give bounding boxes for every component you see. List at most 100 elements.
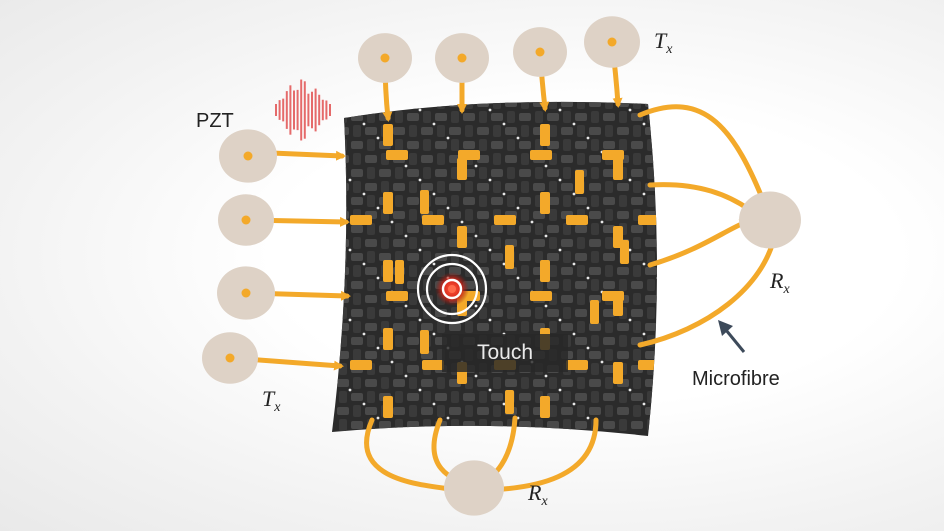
weave-gap (628, 178, 632, 182)
weave-cell (491, 281, 503, 289)
weave-cell (561, 295, 573, 303)
weave-gap (362, 262, 366, 266)
weave-gap (335, 95, 338, 98)
weave-gap (586, 346, 590, 350)
weave-cell (547, 225, 559, 233)
weave-cell (353, 153, 361, 165)
weave-cell (479, 391, 487, 403)
weave-cell (661, 405, 669, 417)
weave-cell (633, 377, 641, 389)
weave-cell (519, 281, 531, 289)
weave-cell (353, 125, 361, 137)
weave-cell (437, 321, 445, 333)
weave-cell (521, 405, 529, 417)
weave-cell (603, 309, 615, 317)
weave-cell (421, 101, 433, 107)
weave-cell (561, 407, 573, 415)
weave-cell (337, 407, 349, 415)
weave-cell (407, 421, 419, 429)
weave-cell (575, 281, 587, 289)
rx-disc-bottom (444, 460, 504, 516)
weave-cell (519, 309, 531, 317)
weave-gap (432, 262, 436, 266)
weave-cell (381, 237, 389, 249)
disc-contact (225, 353, 235, 363)
weave-cell (493, 265, 501, 277)
pzt-label: PZT (196, 110, 234, 132)
weave-cell (465, 321, 473, 333)
weave-cell (449, 211, 461, 219)
weave-cell (619, 419, 627, 431)
weave-cell (659, 225, 671, 233)
weave-cell (605, 101, 613, 109)
weave-cell (435, 113, 447, 121)
weave-cell (603, 393, 615, 401)
weave-cell (365, 101, 377, 107)
weave-cell (449, 127, 461, 135)
weave-gap (656, 136, 657, 140)
weave-cell (437, 181, 445, 193)
weave-cell (647, 223, 655, 235)
weave-cell (561, 267, 573, 275)
weave-cell (477, 127, 489, 135)
rx-symbol: R (770, 268, 784, 293)
weave-cell (561, 183, 573, 191)
weave-cell (409, 153, 417, 165)
weave-cell (353, 293, 361, 305)
weave-cell (491, 421, 503, 429)
weave-gap (656, 206, 657, 210)
weave-cell (407, 393, 419, 401)
weave-cell (633, 101, 641, 109)
weave-cell (633, 153, 641, 165)
weave-cell (535, 111, 543, 123)
weave-gap (362, 192, 366, 196)
fibre-segment-vertical (383, 328, 393, 350)
weave-cell (409, 405, 417, 417)
weave-cell (617, 407, 629, 415)
weave-cell (563, 111, 571, 123)
weave-cell (603, 365, 615, 373)
weave-cell (535, 223, 543, 235)
tx-label-top: Tx (654, 28, 672, 58)
weave-gap (642, 262, 646, 266)
weave-cell (407, 197, 419, 205)
weave-cell (575, 309, 587, 317)
weave-cell (591, 223, 599, 235)
weave-cell (477, 211, 489, 219)
weave-gap (628, 318, 632, 322)
weave-cell (619, 195, 627, 207)
weave-gap (474, 234, 478, 238)
weave-cell (465, 181, 473, 193)
weave-cell (619, 279, 627, 291)
weave-gap (432, 402, 436, 406)
weave-gap (418, 388, 422, 392)
weave-cell (407, 141, 419, 149)
weave-cell (379, 253, 391, 261)
tx-label-left: Tx (262, 386, 280, 416)
weave-gap (642, 332, 646, 336)
weave-gap (362, 402, 366, 406)
weave-cell (549, 101, 557, 109)
weave-gap (418, 178, 422, 182)
weave-cell (561, 323, 573, 331)
weave-cell (603, 169, 615, 177)
weave-cell (633, 125, 641, 137)
weave-gap (390, 360, 394, 364)
weave-cell (339, 195, 347, 207)
weave-gap (376, 276, 380, 280)
fibre-segment-horizontal (602, 291, 624, 301)
weave-cell (353, 237, 361, 249)
rx-subscript: x (783, 282, 790, 297)
weave-cell (549, 265, 557, 277)
weave-cell (409, 125, 417, 137)
weave-cell (647, 167, 655, 179)
weave-cell (591, 111, 599, 123)
weave-gap (558, 318, 562, 322)
weave-cell (605, 349, 613, 361)
weave-cell (491, 169, 503, 177)
weave-gap (572, 262, 576, 266)
weave-cell (379, 309, 391, 317)
weave-cell (409, 377, 417, 389)
weave-cell (367, 335, 375, 347)
weave-cell (353, 377, 361, 389)
